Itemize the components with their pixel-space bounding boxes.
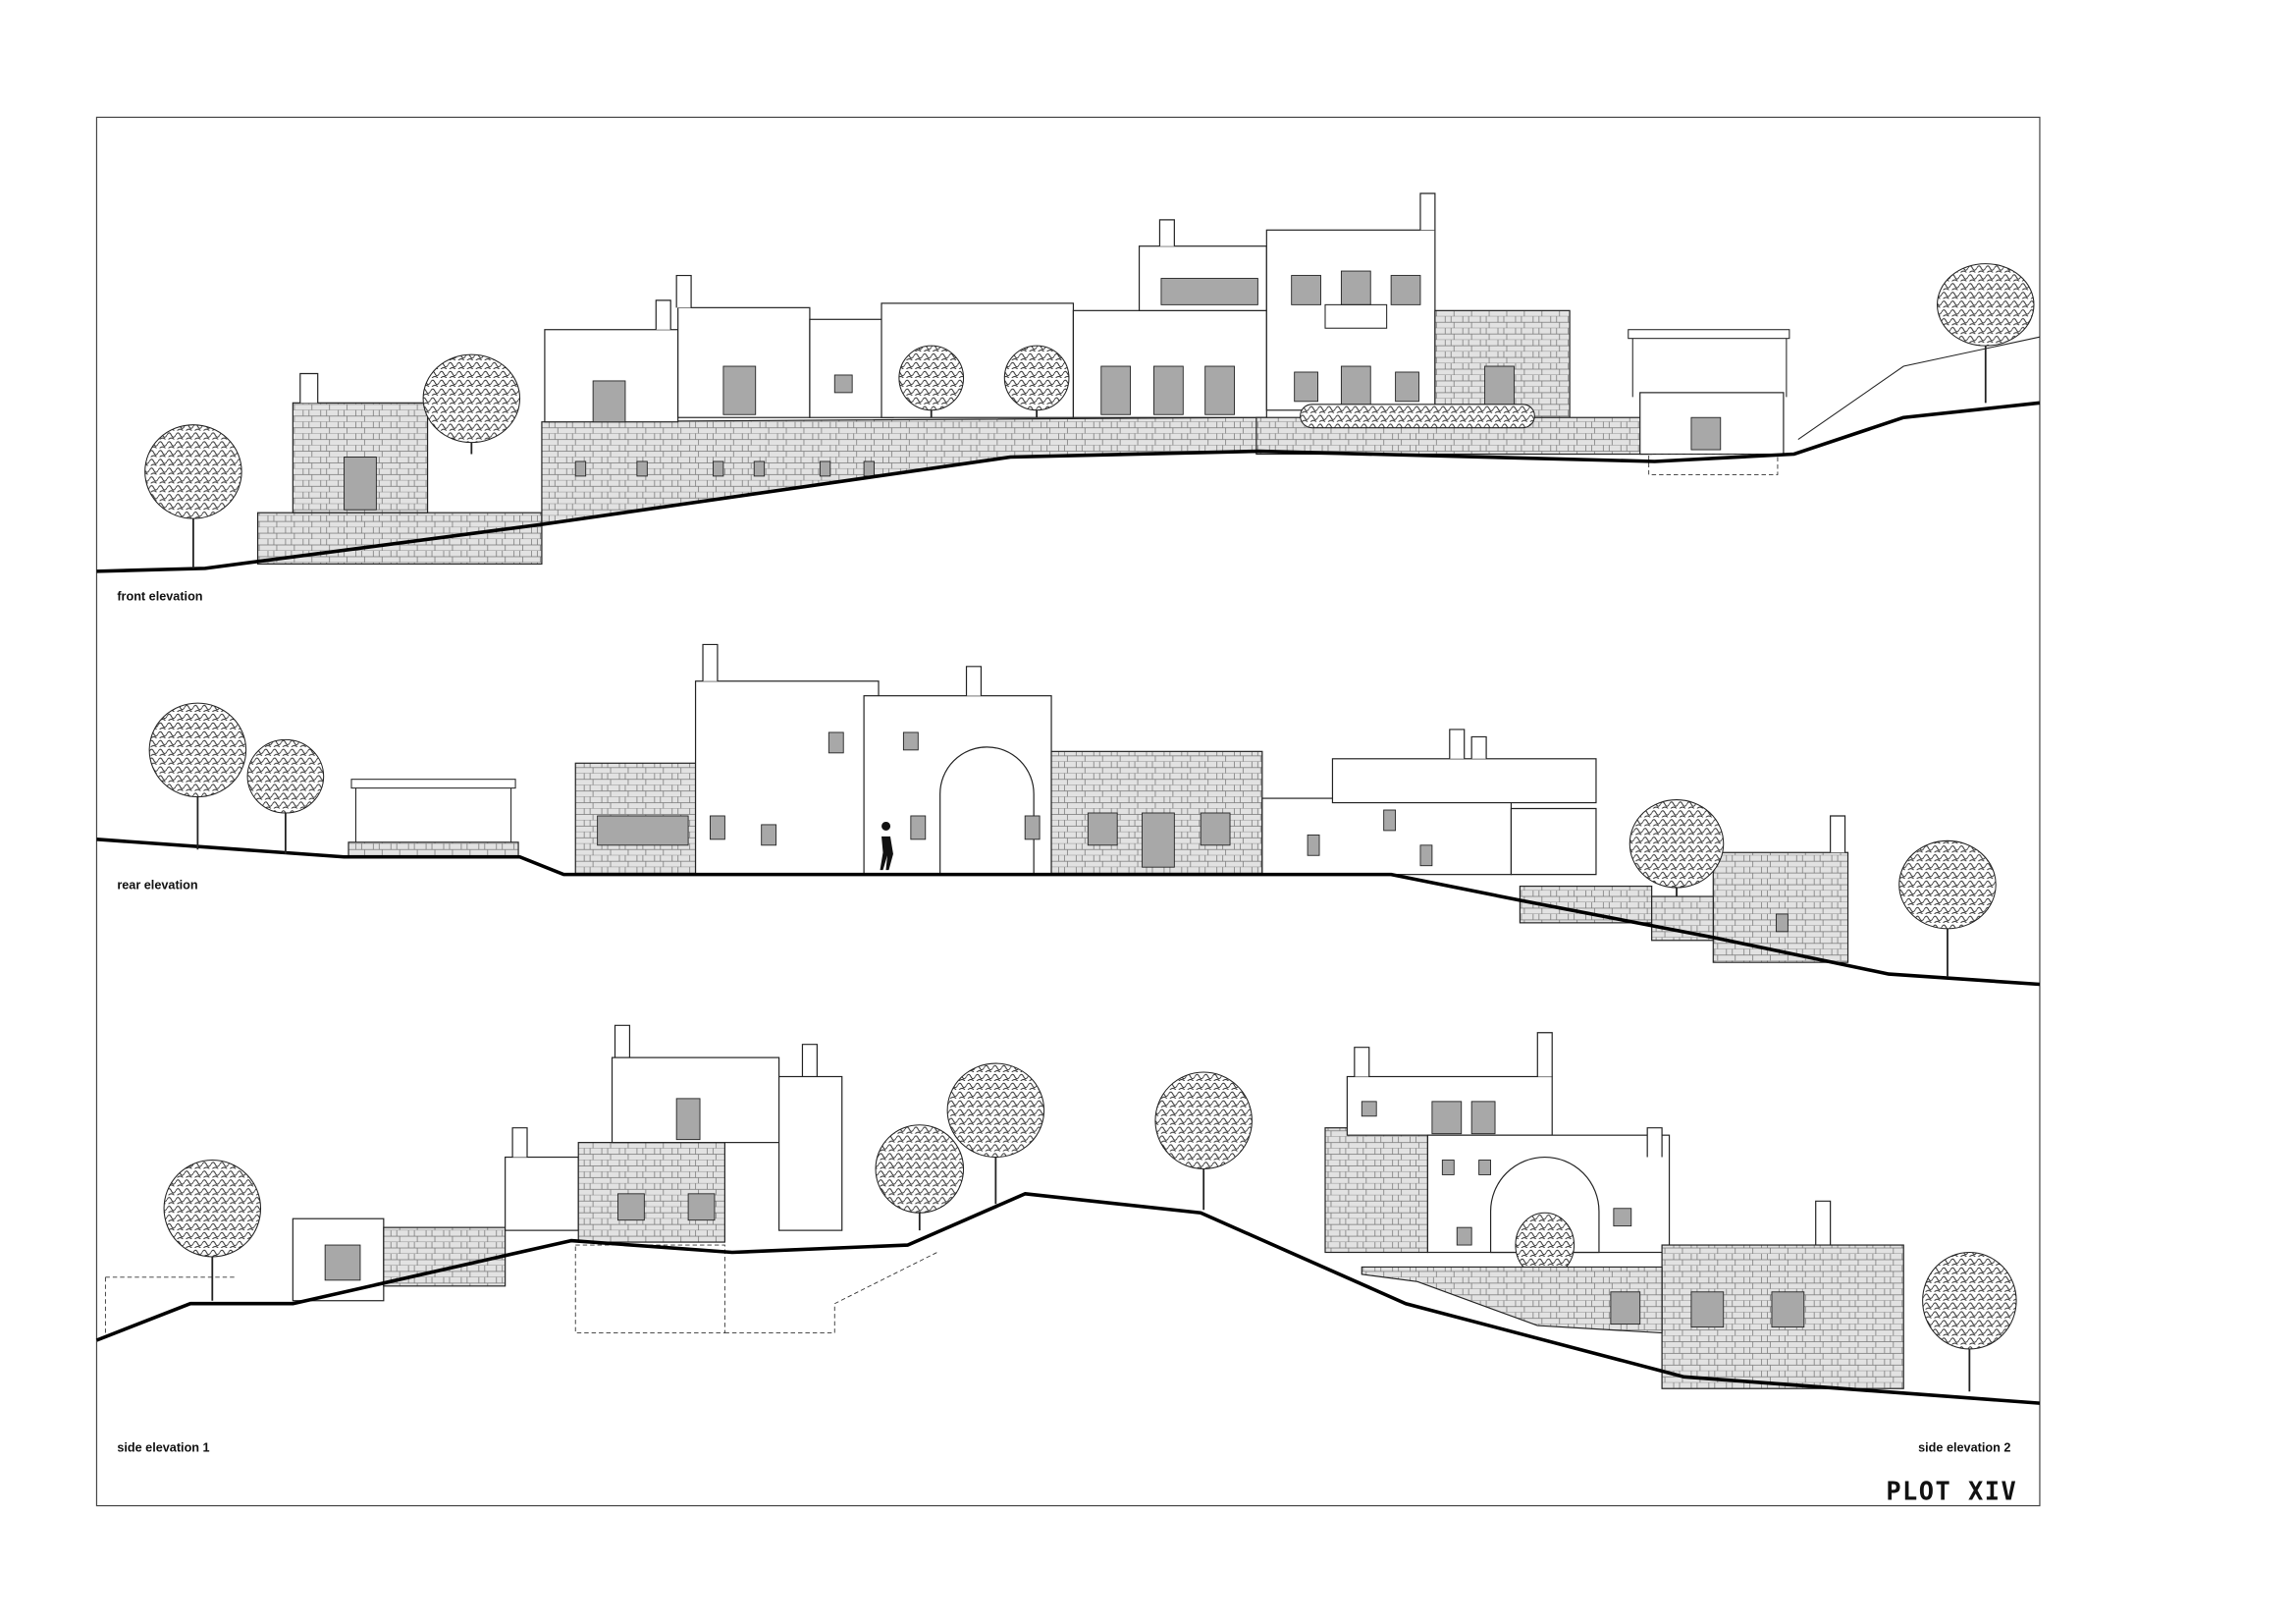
rear-elevation [96, 643, 2041, 987]
rear-trees [148, 702, 1997, 978]
front-trees [144, 263, 2035, 568]
plot-title: PLOT XIV [1886, 1477, 2017, 1506]
side-elevation-2-label: side elevation 2 [1918, 1440, 2010, 1454]
sheet-frame [95, 116, 2041, 1507]
side-elevation-1-label: side elevation 1 [117, 1440, 209, 1454]
side-elevations [95, 1024, 2041, 1405]
person-figure [880, 821, 893, 871]
front-elevation-label: front elevation [117, 590, 202, 604]
side-trees [163, 1062, 2017, 1392]
rear-elevation-label: rear elevation [117, 879, 197, 893]
